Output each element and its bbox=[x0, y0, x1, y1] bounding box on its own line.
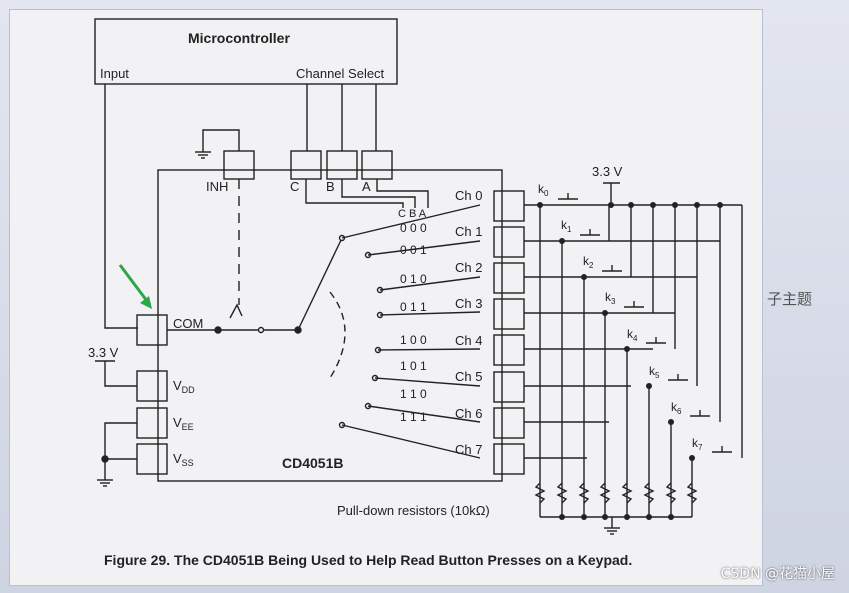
code-label: 0 0 1 bbox=[400, 243, 427, 257]
vee-label: VEE bbox=[173, 415, 194, 432]
b-label: B bbox=[326, 179, 335, 194]
channel-label: Ch 0 bbox=[455, 188, 482, 203]
supply-right-label: 3.3 V bbox=[592, 164, 623, 179]
channel-label: Ch 4 bbox=[455, 333, 482, 348]
key-label: k7 bbox=[692, 436, 703, 452]
chip-name: CD4051B bbox=[282, 455, 343, 471]
microcontroller-title: Microcontroller bbox=[188, 30, 290, 46]
figure-caption: Figure 29. The CD4051B Being Used to Hel… bbox=[104, 552, 632, 568]
microcontroller-box bbox=[94, 18, 398, 85]
key-label: k3 bbox=[605, 290, 616, 306]
side-topic-label[interactable]: 子主题 bbox=[767, 290, 813, 308]
diagram-slide[interactable] bbox=[10, 10, 762, 585]
cba-label: C B A bbox=[398, 208, 427, 220]
channel-select-label: Channel Select bbox=[296, 66, 385, 81]
key-label: k1 bbox=[561, 218, 572, 234]
channel-label: Ch 7 bbox=[455, 442, 482, 457]
code-label: 1 0 0 bbox=[400, 333, 427, 347]
channel-label: Ch 5 bbox=[455, 369, 482, 384]
supply-left-label: 3.3 V bbox=[88, 345, 119, 360]
key-label: k6 bbox=[671, 400, 682, 416]
pulldown-label: Pull-down resistors (10kΩ) bbox=[337, 503, 490, 518]
highlight-arrow bbox=[118, 264, 152, 309]
cd4051b-chip-body bbox=[157, 169, 503, 482]
code-label: 1 1 1 bbox=[400, 410, 427, 424]
key-label: k2 bbox=[583, 254, 594, 270]
channel-label: Ch 6 bbox=[455, 406, 482, 421]
a-label: A bbox=[362, 179, 371, 194]
com-label: COM bbox=[173, 316, 203, 331]
inh-label: INH bbox=[206, 179, 228, 194]
key-label: k5 bbox=[649, 364, 660, 380]
vss-label: VSS bbox=[173, 451, 194, 468]
channel-label: Ch 2 bbox=[455, 260, 482, 275]
code-label: 0 1 1 bbox=[400, 300, 427, 314]
watermark: CSDN @花猫小屋 bbox=[720, 566, 835, 582]
key-label: k4 bbox=[627, 327, 638, 343]
channel-label: Ch 3 bbox=[455, 296, 482, 311]
input-label: Input bbox=[100, 66, 129, 81]
channel-label: Ch 1 bbox=[455, 224, 482, 239]
code-label: 1 1 0 bbox=[400, 387, 427, 401]
code-label: 0 0 0 bbox=[400, 221, 427, 235]
code-label: 1 0 1 bbox=[400, 359, 427, 373]
c-label: C bbox=[290, 179, 299, 194]
key-label: k0 bbox=[538, 182, 549, 198]
vdd-label: VDD bbox=[173, 378, 195, 395]
code-label: 0 1 0 bbox=[400, 272, 427, 286]
